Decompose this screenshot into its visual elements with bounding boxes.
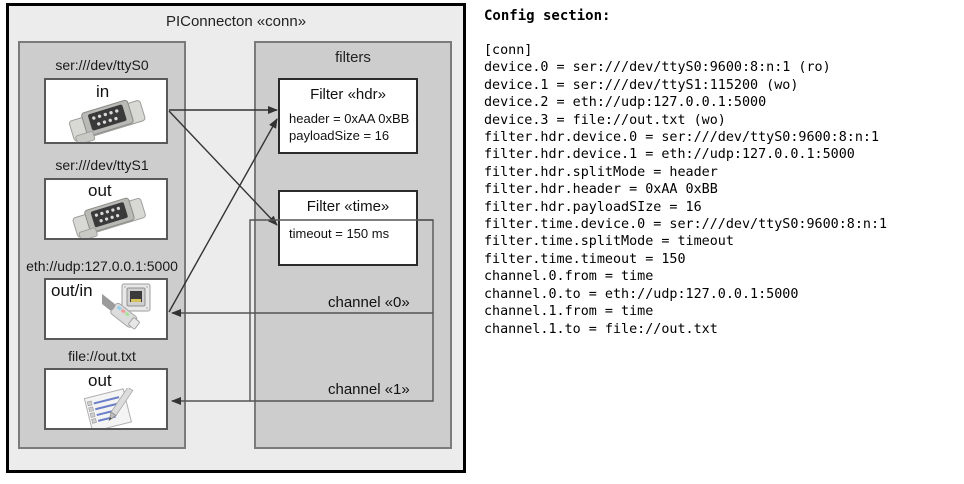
config-line: filter.hdr.header = 0xAA 0xBB	[484, 182, 718, 198]
config-line: device.1 = ser:///dev/ttyS1:115200 (wo)	[484, 77, 799, 93]
device-label-file: file://out.txt	[68, 348, 136, 364]
config-line: device.3 = file://out.txt (wo)	[484, 112, 726, 128]
filter-attr-header: header = 0xAA 0xBB	[289, 111, 410, 126]
config-line: filter.time.device.0 = ser:///dev/ttyS0:…	[484, 217, 888, 233]
config-line: filter.hdr.payloadSIze = 16	[484, 199, 702, 215]
config-line: channel.1.to = file://out.txt	[484, 321, 718, 337]
device-io-ttyS0: in	[96, 82, 110, 101]
device-card-file[interactable]: out	[44, 368, 168, 430]
channel-label-1: channel «1»	[328, 381, 410, 398]
config-line: channel.0.from = time	[484, 269, 654, 285]
filter-attr-timeout: timeout = 150 ms	[289, 226, 390, 241]
config-line: channel.1.from = time	[484, 304, 654, 320]
device-card-ttyS1[interactable]: out	[44, 178, 168, 240]
serial-connector-icon	[68, 99, 146, 142]
device-io-ttyS1: out	[88, 181, 112, 200]
filter-title-time: Filter «time»	[306, 198, 390, 215]
config-line: device.0 = ser:///dev/ttyS0:9600:8:n:1 (…	[484, 60, 831, 76]
config-line: filter.time.splitMode = timeout	[484, 234, 734, 250]
device-card-ttyS0[interactable]: in	[44, 78, 168, 144]
config-line: filter.hdr.device.1 = eth://udp:127.0.0.…	[484, 147, 855, 163]
config-line: channel.0.to = eth://udp:127.0.0.1:5000	[484, 286, 799, 302]
serial-connector-icon	[72, 197, 146, 238]
filter-card-time[interactable]: Filter «time» timeout = 150 ms	[278, 190, 418, 266]
config-line: filter.hdr.device.0 = ser:///dev/ttyS0:9…	[484, 130, 880, 146]
channel-label-0: channel «0»	[328, 294, 410, 311]
config-line: [conn]	[484, 43, 533, 58]
device-label-eth: eth://udp:127.0.0.1:5000	[26, 258, 178, 274]
config-line: filter.hdr.splitMode = header	[484, 164, 718, 180]
device-io-file: out	[88, 371, 112, 390]
device-label-ttyS1: ser:///dev/ttyS1	[55, 157, 149, 173]
config-line: filter.time.timeout = 150	[484, 251, 686, 267]
filter-card-hdr[interactable]: Filter «hdr» header = 0xAA 0xBB payloadS…	[278, 78, 418, 154]
config-section: Config section: [conn] device.0 = ser:///…	[482, 0, 960, 484]
filters-panel-title: filters	[335, 49, 371, 66]
config-heading: Config section:	[484, 8, 611, 24]
device-label-ttyS0: ser:///dev/ttyS0	[55, 57, 149, 73]
device-io-eth: out/in	[51, 281, 93, 300]
config-listing: [conn] device.0 = ser:///dev/ttyS0:9600:8…	[484, 42, 887, 338]
text-file-icon	[83, 388, 134, 428]
config-line: device.2 = eth://udp:127.0.0.1:5000	[484, 95, 767, 111]
diagram-title: PIConnecton «conn»	[165, 13, 307, 30]
filter-title-hdr: Filter «hdr»	[310, 86, 386, 103]
filter-attr-payloadsize: payloadSize = 16	[289, 128, 390, 143]
device-card-eth[interactable]: out/in	[44, 278, 168, 340]
ethernet-jack-icon	[102, 283, 151, 330]
